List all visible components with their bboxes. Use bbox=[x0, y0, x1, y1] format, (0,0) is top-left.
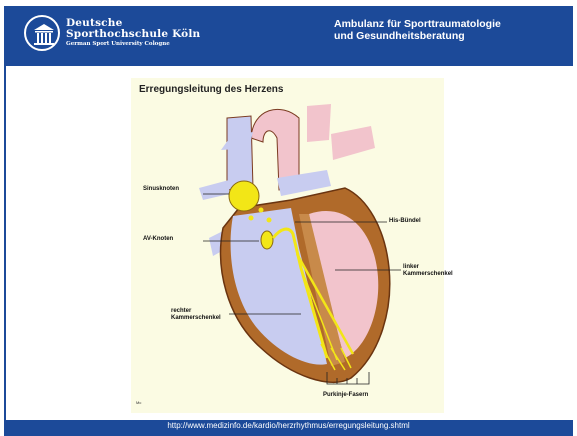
department-line2: und Gesundheitsberatung bbox=[334, 30, 501, 42]
label-right-bundle-branch-line2: Kammerschenkel bbox=[171, 315, 221, 322]
label-bundle-of-his: His-Bündel bbox=[389, 218, 421, 225]
heart-illustration bbox=[131, 78, 444, 413]
label-sinus-node: Sinusknoten bbox=[143, 186, 179, 193]
label-purkinje-fibers: Purkinje-Fasern bbox=[323, 392, 368, 399]
department-line1: Ambulanz für Sporttraumatologie bbox=[334, 18, 501, 30]
footer-bar: http://www.medizinfo.de/kardio/herzrhyth… bbox=[4, 420, 573, 436]
label-right-bundle-branch-line1: rechter bbox=[171, 308, 221, 315]
header-bar: Deutsche Sporthochschule Köln German Spo… bbox=[4, 6, 573, 64]
label-av-node: AV-Knoten bbox=[143, 236, 173, 243]
university-name: Deutsche Sporthochschule Köln bbox=[66, 18, 200, 40]
heart-conduction-diagram: Erregungsleitung des Herzens bbox=[131, 78, 444, 413]
university-logo bbox=[24, 15, 60, 51]
university-name-english: German Sport University Cologne bbox=[66, 41, 170, 47]
label-left-bundle-branch-line1: linker bbox=[403, 264, 453, 271]
source-url: http://www.medizinfo.de/kardio/herzrhyth… bbox=[4, 421, 573, 430]
university-name-line2: Sporthochschule Köln bbox=[66, 29, 200, 40]
department-name: Ambulanz für Sporttraumatologie und Gesu… bbox=[334, 18, 501, 42]
temple-icon bbox=[30, 21, 58, 49]
header-divider bbox=[4, 64, 573, 66]
diagram-credit: Mc bbox=[136, 400, 141, 405]
label-left-bundle-branch: linker Kammerschenkel bbox=[403, 264, 453, 278]
label-left-bundle-branch-line2: Kammerschenkel bbox=[403, 271, 453, 278]
label-right-bundle-branch: rechter Kammerschenkel bbox=[171, 308, 221, 322]
left-border bbox=[4, 64, 6, 420]
